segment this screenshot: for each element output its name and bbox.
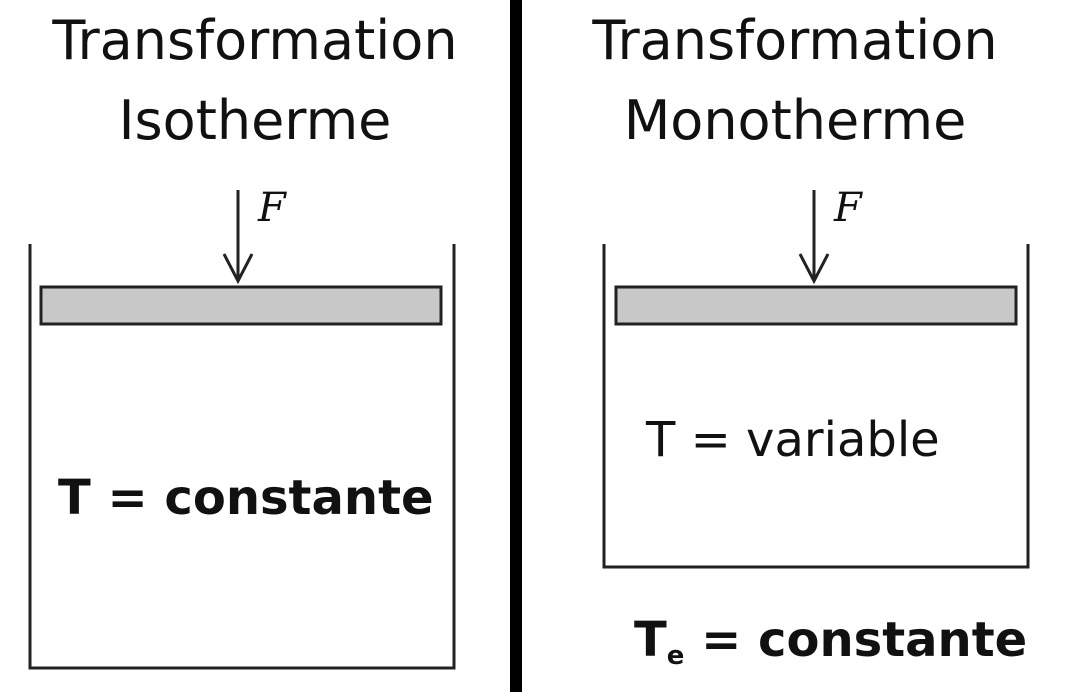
external-temp-value: = constante <box>701 612 1028 668</box>
panel-divider <box>510 0 522 692</box>
isothermal-title-line2: Isotherme <box>118 89 392 152</box>
isothermal-title-line1: Transformation <box>52 9 458 72</box>
isothermal-cylinder <box>28 244 456 670</box>
external-temp-subscript: e <box>666 641 685 671</box>
monothermal-panel: Transformation Monotherme F T = variable… <box>522 0 1068 692</box>
isothermal-piston <box>39 285 443 326</box>
monothermal-piston <box>614 285 1018 326</box>
monothermal-cylinder <box>602 244 1030 569</box>
isothermal-diagram <box>28 190 456 670</box>
monothermal-force-arrow-icon <box>798 190 830 285</box>
monothermal-force-label: F <box>834 185 862 231</box>
monothermal-title-line1: Transformation <box>592 9 998 72</box>
monothermal-temperature-label: T = variable <box>646 412 940 468</box>
isothermal-force-arrow-icon <box>222 190 254 285</box>
isothermal-panel: Transformation Isotherme F T = constante <box>0 0 510 692</box>
external-temp-symbol: T <box>634 612 667 668</box>
monothermal-title-line2: Monotherme <box>623 89 967 152</box>
monothermal-diagram <box>602 190 1030 569</box>
external-temperature-label: Te = constante <box>634 612 1027 684</box>
isothermal-temperature-label: T = constante <box>58 470 434 526</box>
isothermal-force-label: F <box>258 185 286 231</box>
